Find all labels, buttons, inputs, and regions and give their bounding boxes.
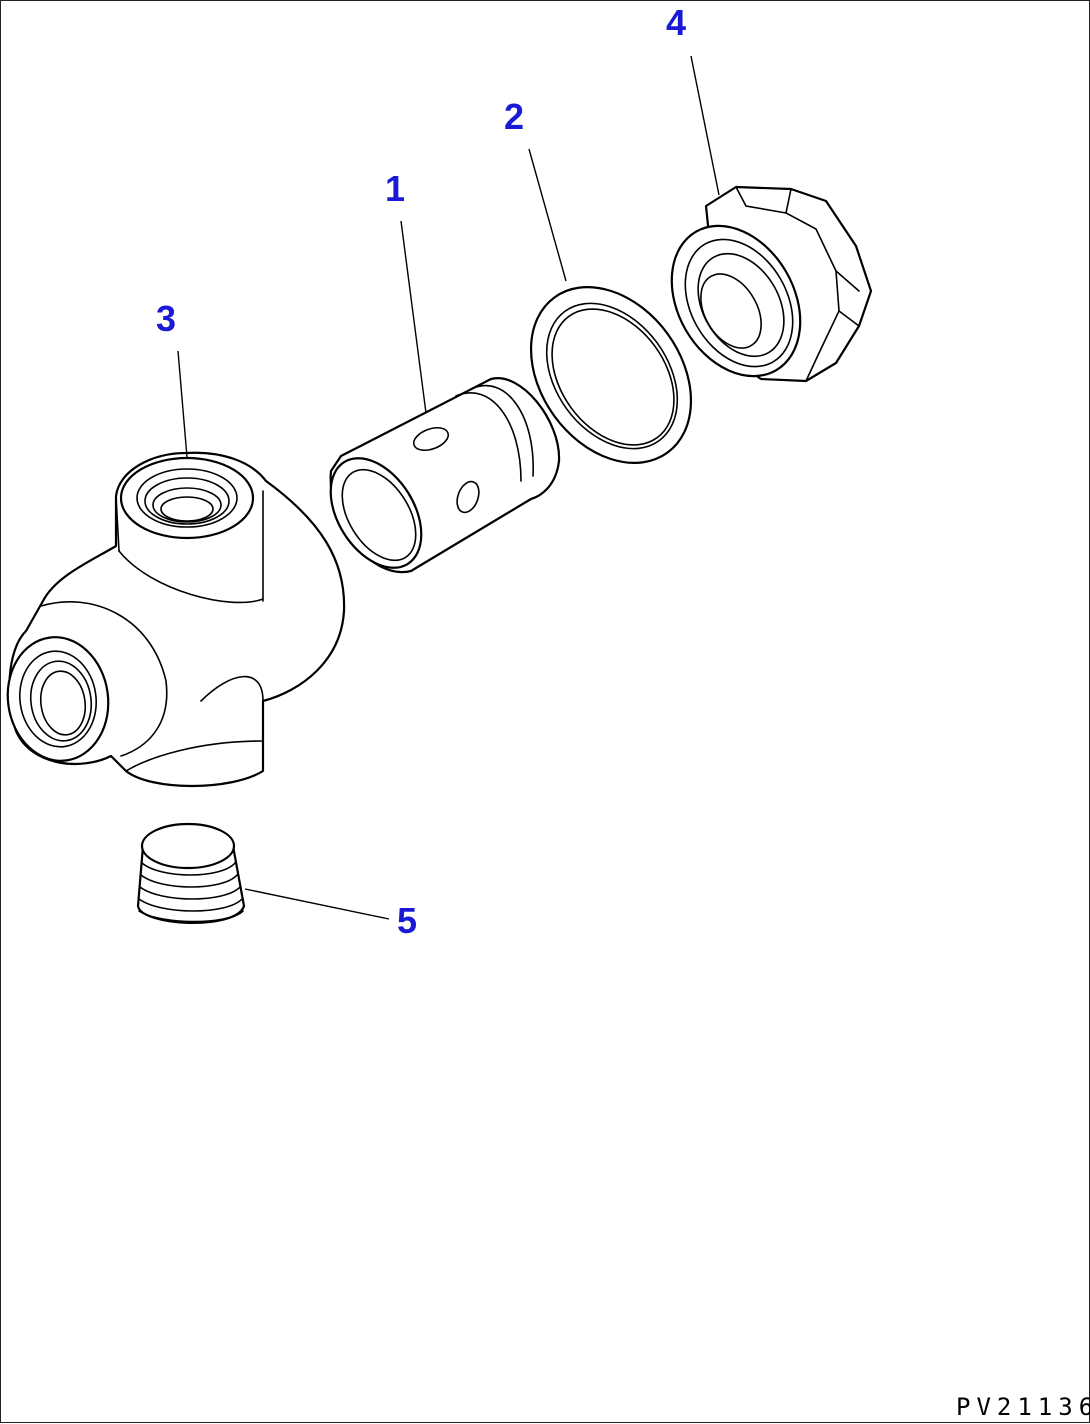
leader-line-3	[177, 350, 188, 458]
callout-2: 2	[504, 96, 524, 137]
callout-4: 4	[666, 2, 686, 43]
part-4-hex-plug	[670, 185, 873, 383]
part-5-threaded-plug	[136, 822, 246, 924]
callout-5: 5	[397, 900, 417, 941]
leader-line-1	[400, 220, 427, 414]
callout-labels: 1 2 3 4 5	[156, 2, 686, 941]
callout-1: 1	[385, 168, 405, 209]
callout-3: 3	[156, 298, 176, 339]
drawing-code: PV21136	[956, 1393, 1090, 1421]
leader-line-2	[528, 148, 567, 282]
leader-line-5	[244, 888, 390, 920]
part-3-tee-housing	[6, 451, 346, 788]
part-2-sealing-ring	[529, 286, 693, 464]
leader-lines	[177, 55, 720, 920]
part-1-valve-sleeve	[329, 377, 561, 574]
leader-line-4	[690, 55, 720, 196]
